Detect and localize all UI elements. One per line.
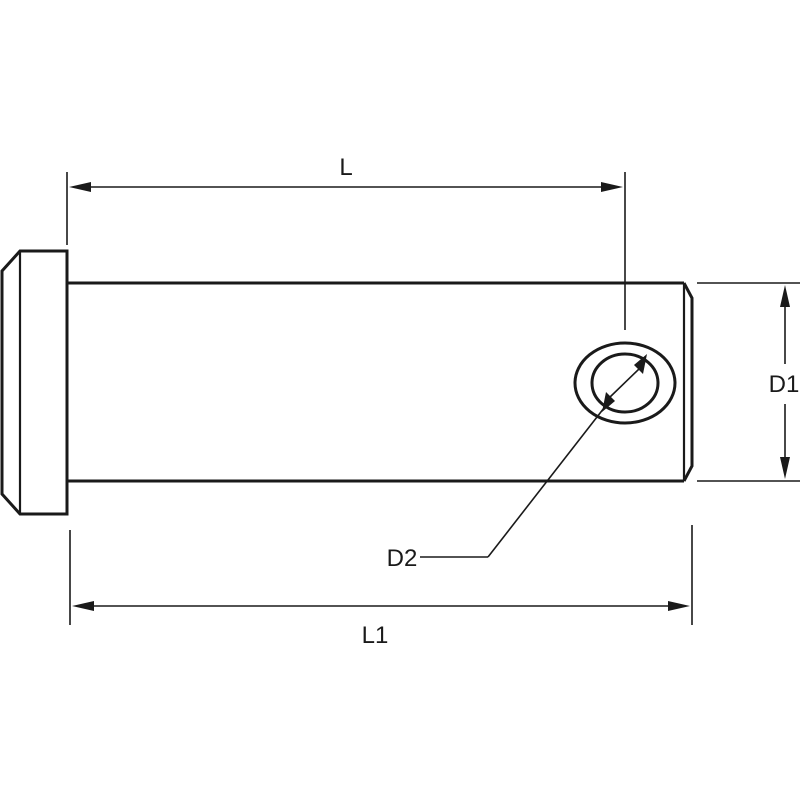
dim-D1-label: D1 — [769, 371, 800, 398]
dim-D1-arrow-bottom — [780, 457, 790, 479]
cross-hole-inner — [590, 352, 660, 414]
dim-D2-label: D2 — [387, 545, 418, 572]
dimension-L1: L1 — [69, 525, 693, 649]
dim-L-arrow-right — [601, 182, 623, 192]
dimension-D2: D2 — [387, 354, 647, 572]
dim-L-arrow-left — [69, 182, 91, 192]
dim-L1-label: L1 — [362, 622, 389, 649]
pin-head — [0, 249, 69, 516]
dim-D2-arrow-lower — [602, 392, 615, 412]
dim-D2-arrow-upper — [634, 354, 647, 374]
dimension-L: L — [66, 154, 626, 330]
dim-L-label: L — [339, 154, 352, 181]
dim-L1-arrow-right — [668, 601, 690, 611]
pin-shank — [67, 281, 694, 483]
shank-end-chamfer — [682, 282, 694, 482]
cross-hole — [573, 341, 677, 425]
cross-hole-outer — [573, 341, 677, 425]
dim-D2-diameter-line — [608, 367, 641, 399]
pin-head-outline — [0, 249, 69, 516]
dim-L1-arrow-left — [72, 601, 94, 611]
dimension-D1: D1 — [697, 282, 800, 482]
dim-D2-leader — [487, 407, 605, 558]
dim-D1-arrow-top — [780, 285, 790, 307]
